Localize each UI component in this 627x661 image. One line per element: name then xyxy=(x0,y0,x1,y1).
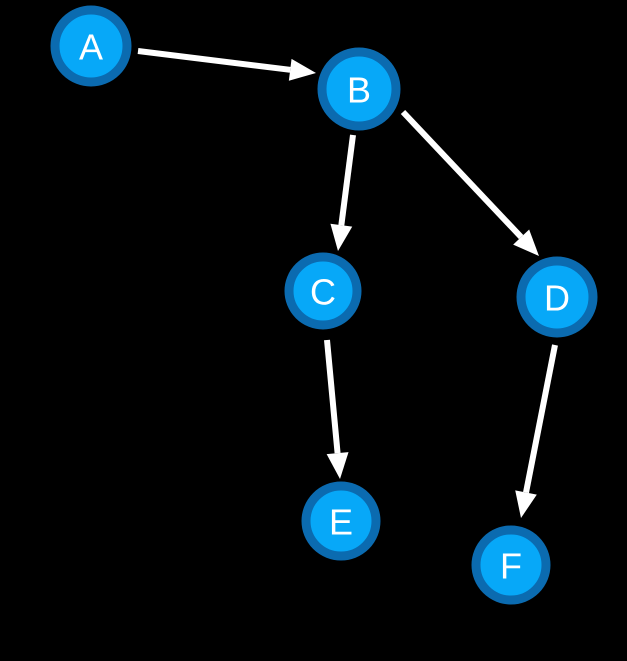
edge-line xyxy=(137,48,291,73)
graph-edge xyxy=(515,344,558,518)
graph-node-f[interactable]: F xyxy=(471,525,551,605)
node-circle[interactable] xyxy=(317,47,401,131)
edge-arrowhead-icon xyxy=(513,229,539,256)
node-circle[interactable] xyxy=(50,5,132,87)
graph-node-b[interactable]: B xyxy=(317,47,401,131)
edge-arrowhead-icon xyxy=(330,223,353,251)
graph-edge xyxy=(330,134,356,251)
graph-edge xyxy=(400,109,539,256)
edge-arrowhead-icon xyxy=(515,490,537,518)
edge-line xyxy=(324,339,341,454)
nodes-layer: A B C D E F xyxy=(50,5,598,605)
graph-node-e[interactable]: E xyxy=(301,481,381,561)
node-circle[interactable] xyxy=(284,252,362,330)
node-circle[interactable] xyxy=(516,256,598,338)
edge-line xyxy=(523,344,558,494)
node-circle[interactable] xyxy=(471,525,551,605)
graph-node-d[interactable]: D xyxy=(516,256,598,338)
edge-arrowhead-icon xyxy=(288,58,316,81)
edges-layer xyxy=(137,48,558,518)
graph-edge xyxy=(324,339,349,479)
node-circle[interactable] xyxy=(301,481,381,561)
graph-node-c[interactable]: C xyxy=(284,252,362,330)
graph-node-a[interactable]: A xyxy=(50,5,132,87)
edge-line xyxy=(338,134,356,226)
edge-line xyxy=(400,109,524,240)
edge-arrowhead-icon xyxy=(326,452,349,479)
graph-edge xyxy=(137,48,316,81)
